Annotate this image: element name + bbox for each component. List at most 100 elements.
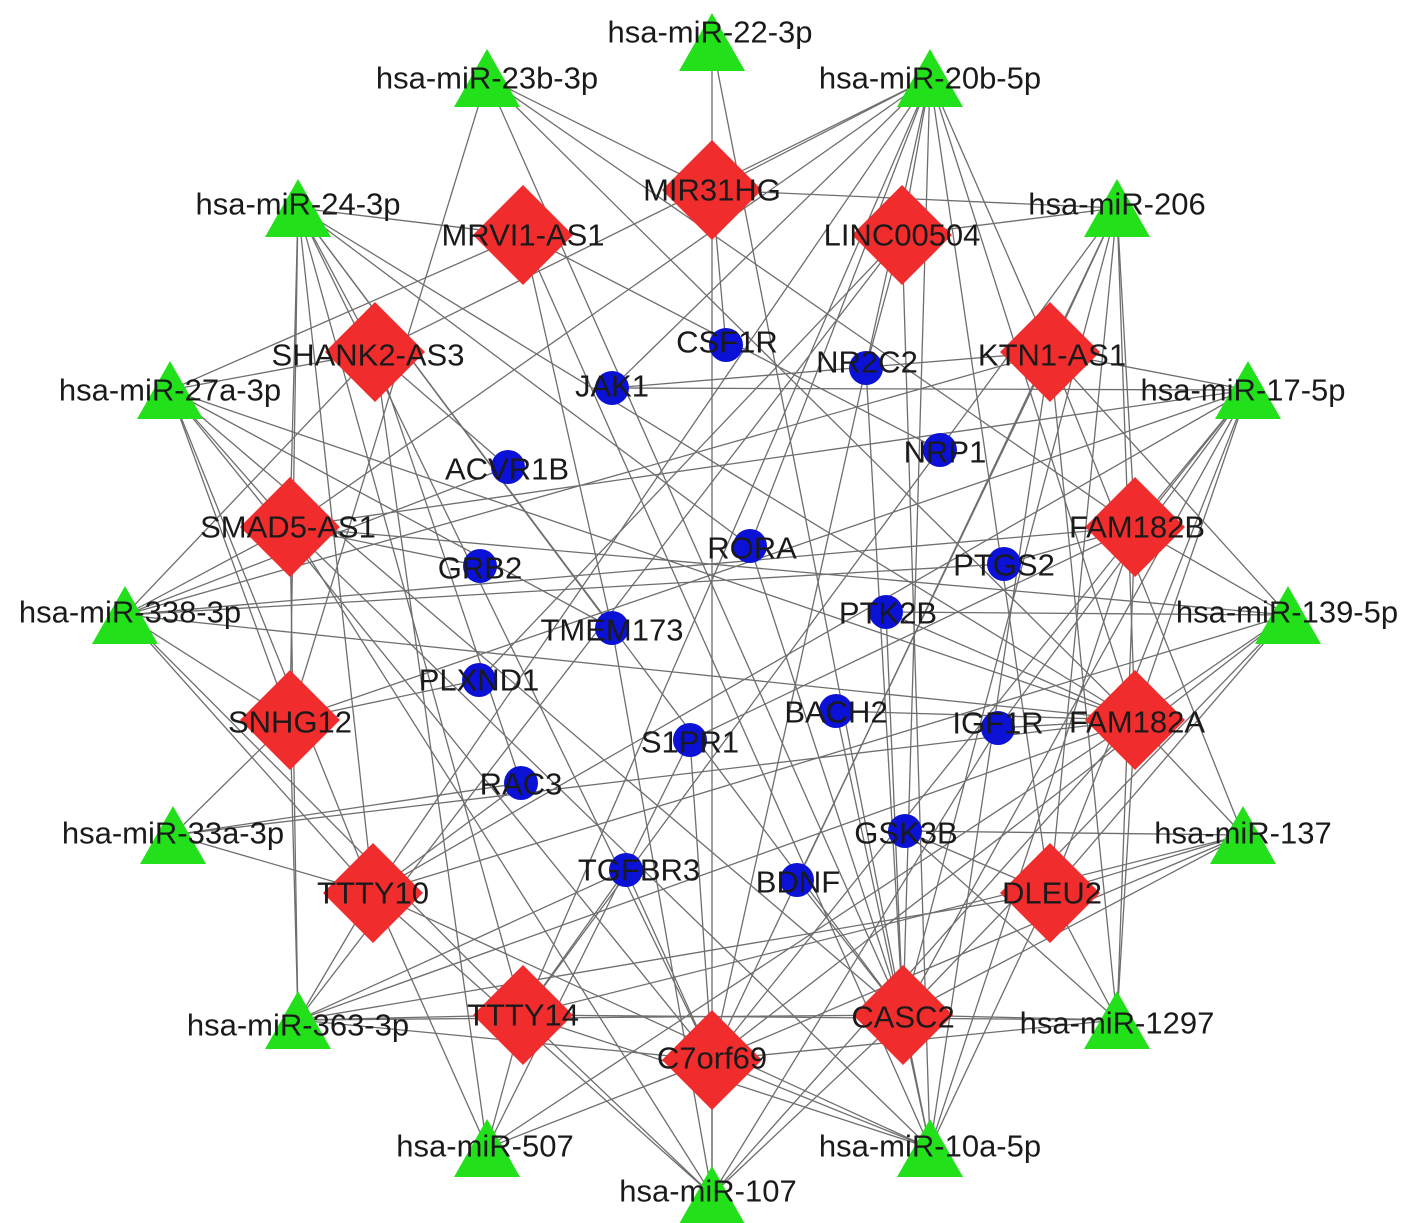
lncrna-node-C7orf69[interactable]: [662, 1010, 762, 1110]
mrna-node-CSF1R[interactable]: [709, 328, 743, 362]
lncrna-node-TTTY14[interactable]: [473, 965, 573, 1065]
mirna-node-m23b[interactable]: [454, 49, 520, 107]
mirna-node-m338[interactable]: [92, 586, 158, 644]
mrna-node-GRB2[interactable]: [463, 549, 497, 583]
mirna-node-m139[interactable]: [1255, 586, 1321, 644]
edge-KTN1-BDNF: [796, 351, 1051, 881]
edge-m27a-FAM182A: [169, 389, 1136, 721]
lncrna-node-SMAD5[interactable]: [240, 477, 340, 577]
mrna-node-PTGS2[interactable]: [987, 547, 1021, 581]
lncrna-node-FAM182A[interactable]: [1085, 670, 1185, 770]
mrna-node-ACVR1B[interactable]: [491, 450, 525, 484]
GRB2-label: GRB2: [438, 551, 522, 586]
edge-CASC2-PTK2B: [885, 611, 904, 1016]
mrna-node-IGF1R[interactable]: [981, 711, 1015, 745]
lncrna-node-FAM182B[interactable]: [1085, 477, 1185, 577]
lncrna-node-MRVI1[interactable]: [473, 185, 573, 285]
edge-m107-TTTY14: [522, 1014, 713, 1196]
edge-m137-CASC2: [902, 834, 1244, 1016]
BACH2-label: BACH2: [784, 695, 887, 730]
SMAD5-label: SMAD5-AS1: [200, 510, 376, 545]
m139-label: hsa-miR-139-5p: [1176, 595, 1398, 630]
mirna-node-m107[interactable]: [679, 1166, 745, 1223]
edge-m17-JAK1: [611, 387, 1249, 391]
C7orf69-label: C7orf69: [657, 1041, 767, 1076]
mirna-node-m33a[interactable]: [140, 806, 206, 864]
edge-m507-FAM182A: [486, 719, 1136, 1149]
lncrna-node-KTN1[interactable]: [1000, 302, 1100, 402]
edge-m20b-KTN1: [929, 77, 1051, 353]
mirna-node-m24[interactable]: [265, 179, 331, 237]
mrna-node-RAC3[interactable]: [504, 766, 538, 800]
edge-m1297-FAM182B: [1116, 526, 1136, 1021]
edge-m107-IGF1R: [711, 727, 999, 1196]
edge-KTN1-JAK1: [611, 351, 1051, 389]
lncrna-node-TTTY10[interactable]: [323, 843, 423, 943]
edge-m10a-BACH2: [835, 710, 931, 1149]
edge-m20b-MIR31HG: [711, 77, 931, 191]
edge-m20b-FAM182A: [929, 77, 1136, 721]
NRP1-label: NRP1: [904, 435, 987, 470]
mrna-node-TGFBR3[interactable]: [609, 853, 643, 887]
mirna-node-m10a[interactable]: [897, 1119, 963, 1177]
mirna-node-m22[interactable]: [679, 13, 745, 71]
mrna-node-NRP1[interactable]: [923, 433, 957, 467]
edge-m23b-MIR31HG: [486, 77, 713, 191]
edge-m27a-TTTY10: [169, 389, 374, 894]
edge-LINC-PLXND1: [478, 234, 903, 681]
lncrna-node-LINC[interactable]: [852, 185, 952, 285]
mrna-node-S1PR1[interactable]: [673, 723, 707, 757]
edge-m24-FAM182A: [297, 207, 1136, 721]
mrna-node-BACH2[interactable]: [819, 694, 853, 728]
mrna-node-BDNF[interactable]: [780, 863, 814, 897]
mirna-node-m20b[interactable]: [897, 49, 963, 107]
m363-label: hsa-miR-363-3p: [187, 1008, 409, 1043]
mrna-node-PTK2B[interactable]: [869, 595, 903, 629]
m23b-label: hsa-miR-23b-3p: [376, 61, 598, 96]
lncrna-node-DLEU2[interactable]: [1000, 843, 1100, 943]
lncrna-node-SHANK2[interactable]: [325, 302, 425, 402]
edge-m206-FAM182B: [1116, 207, 1136, 528]
mrna-node-GSK3B[interactable]: [888, 814, 922, 848]
edge-m107-CASC2: [711, 1014, 904, 1196]
edge-m363-SMAD5: [289, 526, 299, 1021]
edge-m139-DLEU2: [1049, 614, 1289, 894]
edge-m137-GSK3B: [904, 830, 1244, 836]
edge-m338-FAM182A: [124, 614, 1136, 721]
edge-C7orf69-S1PR1: [689, 739, 713, 1061]
mirna-node-m137[interactable]: [1210, 806, 1276, 864]
edge-m10a-SMAD5: [289, 526, 931, 1149]
TMEM173-label: TMEM173: [541, 613, 684, 648]
TTTY10-label: TTTY10: [317, 876, 429, 911]
mrna-node-TMEM173[interactable]: [595, 611, 629, 645]
edge-m1297-GSK3B: [904, 830, 1118, 1021]
edge-m20b-TTTY10: [372, 77, 931, 894]
mirna-node-m27a[interactable]: [137, 361, 203, 419]
m10a-label: hsa-miR-10a-5p: [819, 1129, 1041, 1164]
edge-m139-TTTY10: [372, 614, 1289, 894]
lncrna-node-SNHG12[interactable]: [240, 670, 340, 770]
mrna-node-NR2C2[interactable]: [849, 351, 883, 385]
PTGS2-label: PTGS2: [953, 548, 1055, 583]
edge-m206-DLEU2: [1049, 207, 1118, 894]
edge-m1297-KTN1: [1049, 351, 1118, 1021]
mirna-node-m206[interactable]: [1084, 179, 1150, 237]
mrna-node-PLXND1[interactable]: [462, 663, 496, 697]
edge-m206-FAM182A: [1116, 207, 1136, 721]
edge-m139-SMAD5: [289, 526, 1289, 616]
mrna-node-JAK1[interactable]: [595, 371, 629, 405]
FAM182B-label: FAM182B: [1069, 510, 1205, 545]
mrna-node-RORA[interactable]: [733, 529, 767, 563]
edge-m139-CASC2: [902, 614, 1289, 1016]
mirna-node-m1297[interactable]: [1084, 991, 1150, 1049]
lncrna-node-MIR31HG[interactable]: [662, 140, 762, 240]
lncrna-node-CASC2[interactable]: [853, 965, 953, 1065]
edge-m363-DLEU2: [297, 892, 1051, 1021]
m17-label: hsa-miR-17-5p: [1140, 373, 1345, 408]
mirna-node-m363[interactable]: [265, 991, 331, 1049]
mirna-node-m507[interactable]: [454, 1119, 520, 1177]
mirna-node-m17[interactable]: [1215, 361, 1281, 419]
edge-m10a-C7orf69: [711, 1059, 931, 1149]
